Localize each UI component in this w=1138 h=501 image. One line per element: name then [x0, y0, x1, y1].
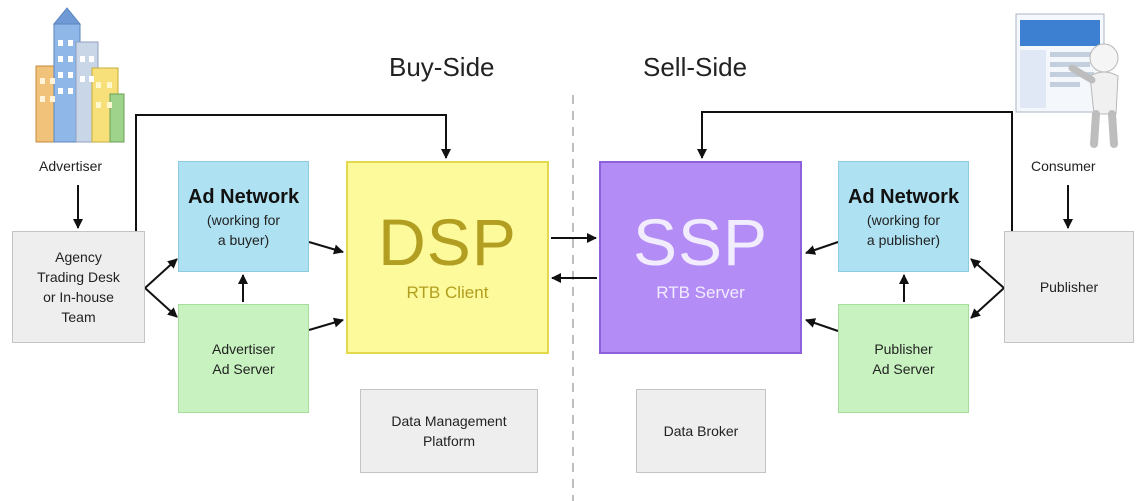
dsp-subtitle: RTB Client	[406, 282, 489, 302]
buy-side-heading: Buy-Side	[389, 52, 495, 82]
data-management-line: Platform	[422, 433, 476, 449]
dsp-box: DSP RTB Client	[346, 161, 549, 354]
agency-line: Team	[61, 309, 96, 325]
arrow-publisher-ssp	[697, 111, 1013, 232]
ad-network-publisher-line: (working for	[866, 211, 941, 228]
advertiser-ad-server-line: Advertiser	[211, 340, 276, 357]
dsp-title: DSP	[378, 204, 517, 279]
publisher-label: Publisher	[1039, 279, 1099, 295]
data-management-line: Data Management	[391, 413, 507, 429]
ssp-box: SSP RTB Server	[599, 161, 802, 354]
agency-line: Agency	[55, 249, 102, 265]
arrow-publisher-adserver-sell	[970, 278, 1015, 319]
arrow-adserver-buy-dsp	[308, 317, 344, 331]
arrow-adnetwork-sell-ssp	[805, 241, 839, 255]
publisher-ad-server-box: Publisher Ad Server	[838, 304, 969, 413]
sell-side-heading: Sell-Side	[643, 52, 748, 82]
person-at-monitor-icon	[1015, 13, 1119, 148]
advertiser-ad-server-line: Ad Server	[212, 360, 275, 377]
arrow-adnetwork-buy-dsp	[308, 241, 344, 255]
publisher-ad-server-line: Ad Server	[872, 360, 935, 377]
ad-network-buyer-box: Ad Network (working for a buyer)	[178, 161, 309, 272]
data-broker-box: Data Broker	[636, 389, 766, 473]
advertiser-label: Advertiser	[39, 158, 103, 174]
ad-network-buyer-title: Ad Network	[187, 185, 300, 208]
ssp-title: SSP	[632, 204, 769, 279]
ad-network-buyer-line: (working for	[206, 211, 281, 228]
agency-line: Trading Desk	[37, 269, 120, 285]
ssp-subtitle: RTB Server	[656, 282, 745, 302]
advertiser-ad-server-box: Advertiser Ad Server	[178, 304, 309, 413]
arrow-agency-advertiser-adserver	[134, 278, 178, 318]
ad-network-publisher-box: Ad Network (working for a publisher)	[838, 161, 969, 272]
publisher-ad-server-line: Publisher	[874, 340, 933, 357]
agency-line: or In-house	[43, 289, 114, 305]
ad-network-publisher-title: Ad Network	[847, 185, 960, 208]
ad-network-publisher-line: a publisher)	[866, 231, 941, 248]
arrow-agency-dsp	[135, 114, 451, 232]
data-broker-label: Data Broker	[663, 423, 739, 439]
arrow-adserver-sell-ssp	[805, 318, 839, 332]
ad-network-buyer-line: a buyer)	[217, 231, 270, 248]
arrow-agency-adnetwork-buy	[134, 258, 178, 298]
consumer-label: Consumer	[1031, 158, 1096, 174]
publisher-box: Publisher	[1004, 231, 1134, 343]
city-buildings-icon	[35, 7, 125, 143]
arrow-publisher-adnetwork-sell	[970, 258, 1015, 298]
data-management-platform-box: Data Management Platform	[360, 389, 538, 473]
agency-trading-desk-box: Agency Trading Desk or In-house Team	[12, 231, 145, 343]
